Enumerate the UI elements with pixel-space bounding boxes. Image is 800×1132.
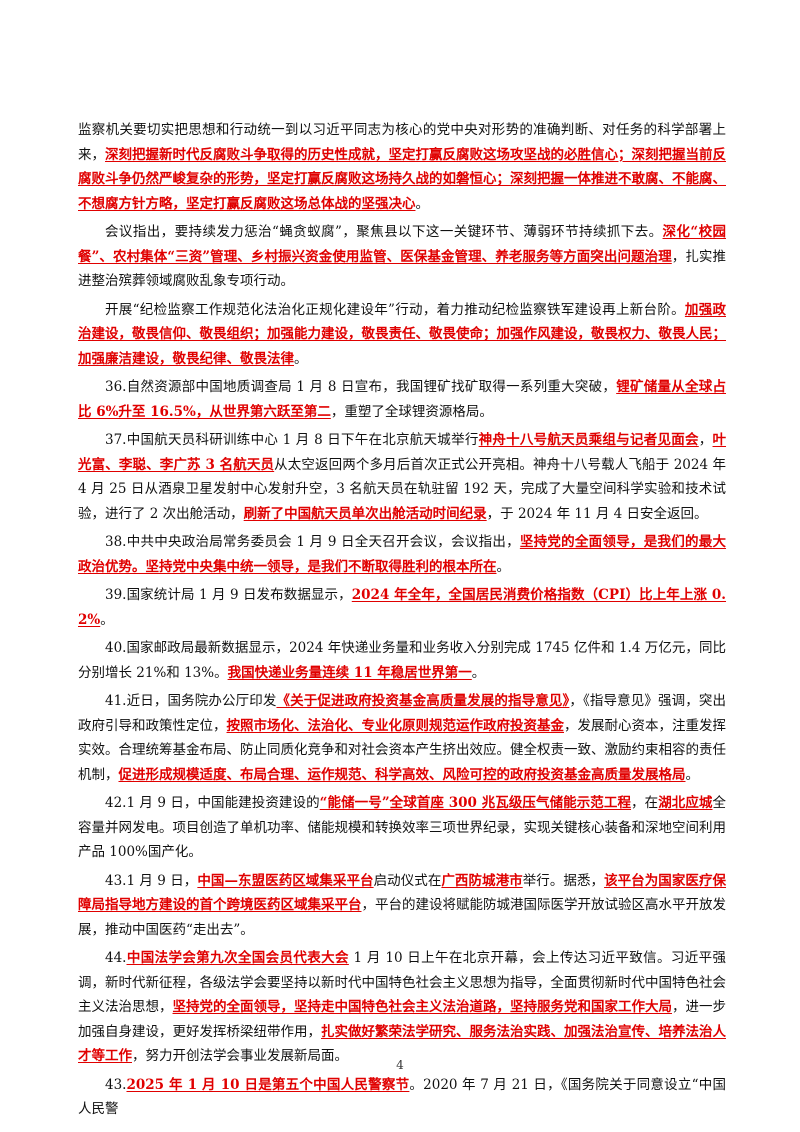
highlighted-text: 中国—东盟医药区域集采平台 (197, 872, 374, 889)
body-text: 42.1 月 9 日，中国能建投资建设的 (105, 795, 320, 811)
body-text: 43.1 月 9 日， (105, 872, 198, 889)
highlighted-text: 锂矿储量从全球占比 6%升至 16.5%，从世界第六跃至第二 (78, 379, 727, 420)
highlighted-text: 我国快递业务量连续 11 年稳居世界第一 (227, 664, 472, 681)
highlighted-text: 2024 年全年，全国居民消费价格指数（CPI）比上年上涨 0.2% (78, 587, 727, 628)
highlighted-text: 深化“校园餐”、农村集体“三资”管理、乡村振兴资金使用监管、医保基金管理、养老服… (78, 224, 726, 265)
paragraph: 监察机关要切实把思想和行动统一到以习近平同志为核心的党中央对形势的准确判断、对任… (78, 118, 726, 216)
body-text: ，扎实推进整治殡葬领域腐败乱象专项行动。 (78, 248, 727, 290)
document-body: 监察机关要切实把思想和行动统一到以习近平同志为核心的党中央对形势的准确判断、对任… (78, 118, 726, 1126)
body-text: 全容量并网发电。项目创造了单机功率、储能规模和转换效率三项世界纪录，实现关键核心… (78, 795, 726, 860)
highlighted-text: 中国法学会第九次全国会员代表大会 (126, 950, 349, 966)
highlighted-text: 扎实做好繁荣法学研究、服务法治实践、加强法治宣传、培养法治人才等工作 (78, 1023, 726, 1065)
paragraph: 37.中国航天员科研训练中心 1 月 8 日下午在北京航天城举行神舟十八号航天员… (78, 428, 726, 526)
body-text: ，进一步加强自身建设，更好发挥桥梁纽带作用， (78, 999, 726, 1040)
body-text: ，重塑了全球锂资源格局。 (330, 403, 493, 420)
highlighted-text: 神舟十八号航天员乘组与记者见面会 (478, 432, 699, 448)
highlighted-text: 加强政治建设，敬畏信仰、敬畏组织；加强能力建设，敬畏责任、敬畏使命；加强作风建设… (78, 301, 726, 367)
paragraph: 会议指出，要持续发力惩治“蝇贪蚁腐”，聚焦县以下这一关键环节、薄弱环节持续抓下去… (78, 220, 726, 294)
paragraph: 41.近日，国务院办公厅印发《关于促进政府投资基金高质量发展的指导意见》，《指导… (78, 689, 726, 787)
body-text: ， (698, 432, 713, 448)
highlighted-text: 刷新了中国航天员单次出舱活动时间纪录 (243, 505, 487, 522)
paragraph: 40.国家邮政局最新数据显示，2024 年快递业务量和业务收入分别完成 1745… (78, 636, 726, 685)
highlighted-text: 该平台为国家医疗保障局指导地方建设的首个跨境医药区域集采平台 (78, 872, 727, 914)
highlighted-text: “能储一号”全球首座 300 兆瓦级压气储能示范工程 (319, 795, 632, 811)
body-text: 会议指出，要持续发力惩治“蝇贪蚁腐”，聚焦县以下这一关键环节、薄弱环节持续抓下去… (105, 224, 663, 240)
body-text: 44. (105, 950, 127, 966)
body-text: 。 (685, 766, 700, 783)
body-text: ，发展耐心资本，注重发挥实效。合理统筹基金布局、防止同质化竞争和对社会资本产生挤… (78, 717, 726, 783)
highlighted-text: 深刻把握新时代反腐败斗争取得的历史性成就，坚定打赢反腐败这场攻坚战的必胜信心；深… (78, 146, 726, 212)
paragraph: 43.1 月 9 日，中国—东盟医药区域集采平台启动仪式在广西防城港市举行。据悉… (78, 869, 726, 943)
body-text: 39.国家统计局 1 月 9 日发布数据显示， (105, 587, 352, 603)
body-text: 37.中国航天员科研训练中心 1 月 8 日下午在北京航天城举行 (105, 432, 479, 448)
paragraph: 36.自然资源部中国地质调查局 1 月 8 日宣布，我国锂矿找矿取得一系列重大突… (78, 375, 726, 424)
paragraph: 39.国家统计局 1 月 9 日发布数据显示，2024 年全年，全国居民消费价格… (78, 583, 726, 632)
paragraph: 42.1 月 9 日，中国能建投资建设的“能储一号”全球首座 300 兆瓦级压气… (78, 791, 726, 865)
body-text: 。 (294, 350, 308, 367)
body-text: 38.中共中央政治局常务委员会 1 月 9 日全天召开会议，会议指出， (105, 534, 520, 550)
body-text: 41.近日，国务院办公厅印发 (105, 693, 277, 709)
body-text: ，平台的建设将赋能防城港国际医学开放试验区高水平开放发展，推动中国医药“走出去”… (78, 897, 726, 938)
body-text: 43. (105, 1076, 127, 1093)
body-text: 36.自然资源部中国地质调查局 1 月 8 日宣布，我国锂矿找矿取得一系列重大突… (105, 379, 617, 395)
paragraph: 38.中共中央政治局常务委员会 1 月 9 日全天召开会议，会议指出，坚持党的全… (78, 530, 726, 579)
body-text: 。 (496, 558, 511, 575)
body-text: ，于 2024 年 11 月 4 日安全返回。 (486, 505, 708, 522)
highlighted-text: 按照市场化、法治化、专业化原则规范运作政府投资基金 (226, 717, 565, 734)
body-text: ，《指导意见》强调，突出政府引导和政策性定位， (78, 693, 727, 734)
body-text: 开展“纪检监察工作规范化法治化正规化建设年”行动，着力推动纪检监察铁军建设再上新… (105, 301, 685, 318)
highlighted-text: 广西防城港市 (441, 872, 523, 889)
body-text: 监察机关要切实把思想和行动统一到以习近平同志为核心的党中央对形势的准确判断、对任… (78, 122, 726, 163)
highlighted-text: 叶光富、李聪、李广苏 3 名航天员 (78, 432, 727, 473)
highlighted-text: 坚持党的全面领导，坚持走中国特色社会主义法治道路，坚持服务党和国家工作大局 (172, 999, 673, 1015)
highlighted-text: 《关于促进政府投资基金高质量发展的指导意见》 (276, 693, 570, 709)
body-text: 。 (471, 664, 486, 681)
paragraph: 开展“纪检监察工作规范化法治化正规化建设年”行动，着力推动纪检监察铁军建设再上新… (78, 298, 726, 372)
body-text: ，努力开创法学会事业发展新局面。 (132, 1048, 348, 1064)
body-text: ，在 (631, 795, 659, 811)
paragraph: 44.中国法学会第九次全国会员代表大会 1 月 10 日上午在北京开幕，会上传达… (78, 946, 726, 1069)
highlighted-text: 2025 年 1 月 10 日是第五个中国人民警察节 (126, 1076, 410, 1093)
body-text: 举行。据悉， (522, 872, 605, 889)
highlighted-text: 促进形成规模适度、布局合理、运作规范、科学高效、风险可控的政府投资基金高质量发展… (118, 766, 686, 783)
highlighted-text: 坚持党的全面领导，是我们的最大政治优势。坚持党中央集中统一领导，是我们不断取得胜… (78, 534, 727, 575)
body-text: 。 (100, 611, 114, 628)
body-text: 40.国家邮政局最新数据显示，2024 年快递业务量和业务收入分别完成 1745… (78, 640, 726, 681)
highlighted-text: 湖北应城 (658, 795, 713, 811)
body-text: 1 月 10 日上午在北京开幕，会上传达习近平致信。习近平强调，新时代新征程，各… (78, 950, 726, 1015)
body-text: 。 (415, 195, 430, 212)
body-text: 启动仪式在 (373, 872, 442, 889)
body-text: 。2020 年 7 月 21 日，《国务院关于同意设立“中国人民警 (78, 1076, 726, 1118)
paragraph: 43.2025 年 1 月 10 日是第五个中国人民警察节。2020 年 7 月… (78, 1073, 726, 1122)
body-text: 从太空返回两个多月后首次正式公开亮相。神舟十八号载人飞船于 2024 年 4 月… (78, 456, 726, 522)
page-number: 4 (396, 1058, 404, 1072)
